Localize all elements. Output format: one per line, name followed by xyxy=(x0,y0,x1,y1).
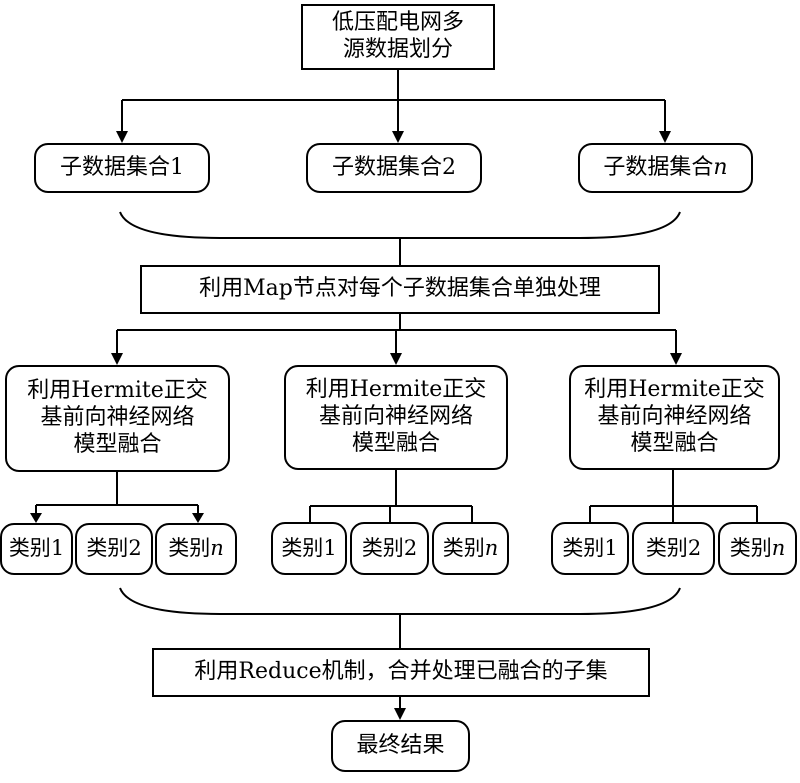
arrowhead-subset1 xyxy=(116,131,128,143)
fusion-line2: 基前向神经网络 xyxy=(318,404,473,430)
category-label: 类别 xyxy=(442,535,485,560)
category-suffix: 2 xyxy=(128,536,142,561)
subset-label: 子数据集合 xyxy=(603,154,714,180)
fusion-line1: 利用Hermite正交 xyxy=(305,377,487,403)
data-partition-line2: 源数据划分 xyxy=(342,37,453,62)
subset-suffix: 2 xyxy=(442,154,456,180)
arrowhead-result xyxy=(394,708,406,720)
arrowhead-fusion2 xyxy=(390,353,402,365)
category-label: 类别 xyxy=(281,535,324,560)
category-label: 类别 xyxy=(168,536,211,561)
arrowhead-cat-1-1 xyxy=(30,513,42,523)
arrowhead-subset2 xyxy=(392,131,404,143)
data-partition-box: 低压配电网多 源数据划分 xyxy=(301,4,495,70)
subset-suffix: 1 xyxy=(170,154,184,180)
category-suffix: n xyxy=(210,536,224,561)
category-suffix: 1 xyxy=(50,536,65,561)
category-suffix: n xyxy=(484,535,499,560)
category-suffix: 2 xyxy=(403,535,418,560)
subset-label: 子数据集合 xyxy=(331,154,442,180)
reduce-merge-box: 利用Reduce机制，合并处理已融合的子集 xyxy=(152,648,650,697)
subset-suffix: n xyxy=(713,154,728,180)
fusion-box-2: 利用Hermite正交 基前向神经网络 模型融合 xyxy=(284,365,508,470)
subset-label: 子数据集合 xyxy=(59,154,170,180)
category-label: 类别 xyxy=(562,535,605,560)
fusion-line3: 模型融合 xyxy=(351,430,440,456)
fusion-line1: 利用Hermite正交 xyxy=(584,377,765,403)
category-suffix: n xyxy=(771,535,786,560)
arrowhead-fusion1 xyxy=(111,353,123,365)
brace-categories xyxy=(119,587,681,615)
category-suffix: 1 xyxy=(604,535,618,560)
category-label: 类别 xyxy=(86,536,129,561)
reduce-merge-label: 利用Reduce机制，合并处理已融合的子集 xyxy=(194,659,608,685)
category-label: 类别 xyxy=(361,535,404,560)
fusion-line3: 模型融合 xyxy=(630,430,719,456)
fusion-line2: 基前向神经网络 xyxy=(597,404,752,430)
category-suffix: 2 xyxy=(687,535,702,560)
data-partition-line1: 低压配电网多 xyxy=(331,10,464,36)
fusion-line3: 模型融合 xyxy=(73,431,162,457)
arrowhead-subsetn xyxy=(659,131,671,143)
brace-subsets xyxy=(119,211,681,239)
fusion-line1: 利用Hermite正交 xyxy=(27,378,208,404)
category-label: 类别 xyxy=(8,536,51,561)
fusion-box-3: 利用Hermite正交 基前向神经网络 模型融合 xyxy=(569,365,780,470)
final-result-label: 最终结果 xyxy=(356,732,445,758)
arrowhead-cat-1-3 xyxy=(192,513,204,523)
arrowhead-fusion3 xyxy=(670,353,682,365)
category-suffix: 1 xyxy=(323,535,337,560)
category-label: 类别 xyxy=(729,535,772,560)
category-label: 类别 xyxy=(645,535,688,560)
fusion-line2: 基前向神经网络 xyxy=(40,405,195,431)
map-processing-box: 利用Map节点对每个子数据集合单独处理 xyxy=(140,265,660,314)
final-result-box: 最终结果 xyxy=(331,720,470,772)
map-processing-label: 利用Map节点对每个子数据集合单独处理 xyxy=(199,276,601,302)
fusion-box-1: 利用Hermite正交 基前向神经网络 模型融合 xyxy=(5,365,230,472)
